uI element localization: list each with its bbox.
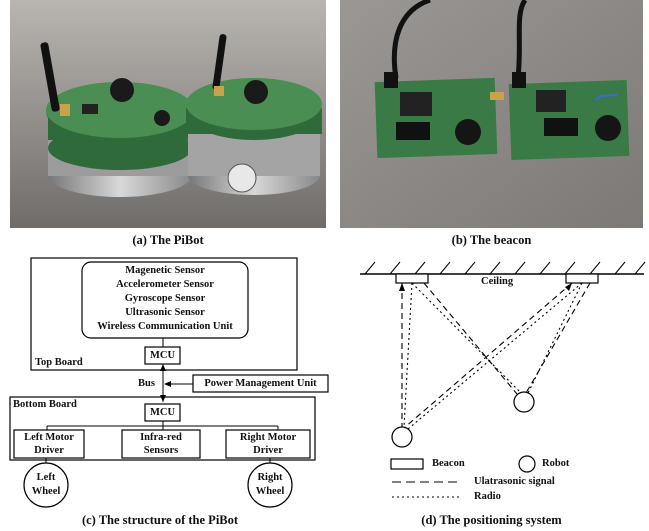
- infrared-label-1: Infra-red: [140, 432, 182, 443]
- bottom-board-box: [9, 396, 316, 461]
- right-wheel-label-1: Right: [257, 472, 283, 483]
- beacon-left: [395, 273, 429, 284]
- left-driver-label-2: Driver: [34, 445, 64, 456]
- robot-right: [513, 391, 535, 413]
- left-wheel-label-1: Left: [36, 472, 56, 483]
- pibot-photo: [10, 0, 326, 228]
- caption-d: (d) The positioning system: [421, 513, 562, 527]
- sensor-gyroscope: Gyroscope Sensor: [124, 293, 206, 304]
- right-driver-box: [225, 429, 311, 459]
- left-wheel-label-2: Wheel: [31, 486, 61, 497]
- power-unit-label: Power Management Unit: [204, 378, 317, 389]
- right-wheel: [247, 462, 293, 508]
- sensor-magnetic: Magenetic Sensor: [125, 265, 205, 276]
- beacon-photo: [340, 0, 643, 228]
- beacon-board-right: [508, 72, 630, 161]
- right-driver-label-2: Driver: [253, 445, 283, 456]
- right-wheel-label-2: Wheel: [255, 486, 285, 497]
- legend-robot-label: Robot: [542, 458, 570, 469]
- sensor-wireless: Wireless Communication Unit: [97, 321, 233, 332]
- sensor-ultrasonic: Ultrasonic Sensor: [125, 307, 205, 318]
- top-board-label: Top Board: [35, 357, 83, 368]
- caption-a: (a) The PiBot: [132, 233, 204, 247]
- robot-left: [391, 426, 413, 448]
- top-mcu-label: MCU: [149, 350, 176, 361]
- legend-beacon-label: Beacon: [432, 458, 465, 469]
- left-wheel: [23, 462, 69, 508]
- beacon-board-left: [374, 72, 504, 159]
- legend-robot-swatch: [518, 455, 536, 473]
- ceiling-hatch: [364, 261, 646, 275]
- pibot-right: [186, 34, 322, 195]
- infrared-label-2: Sensors: [143, 445, 179, 456]
- pibot-left: [40, 42, 196, 197]
- sensors-box: [81, 261, 249, 339]
- bottom-board-label: Bottom Board: [13, 399, 77, 410]
- infrared-box: [121, 429, 201, 459]
- ceiling-label: Ceiling: [481, 276, 514, 287]
- sensor-accelerometer: Accelerometer Sensor: [116, 279, 214, 290]
- bus-label: Bus: [138, 378, 155, 389]
- caption-c: (c) The structure of the PiBot: [81, 513, 239, 527]
- legend-ultrasonic-label: Ulatrasonic signal: [474, 476, 555, 487]
- ultrasonic-signals: [401, 282, 591, 429]
- legend-radio-label: Radio: [474, 491, 501, 502]
- bottom-mcu-label: MCU: [149, 407, 176, 418]
- left-driver-label-1: Left Motor: [24, 432, 74, 443]
- radio-signals: [403, 282, 583, 430]
- caption-b: (b) The beacon: [451, 233, 532, 247]
- legend-beacon-swatch: [390, 458, 424, 470]
- beacon-right: [565, 273, 599, 284]
- left-driver-box: [13, 429, 85, 459]
- right-driver-label-1: Right Motor: [239, 432, 297, 443]
